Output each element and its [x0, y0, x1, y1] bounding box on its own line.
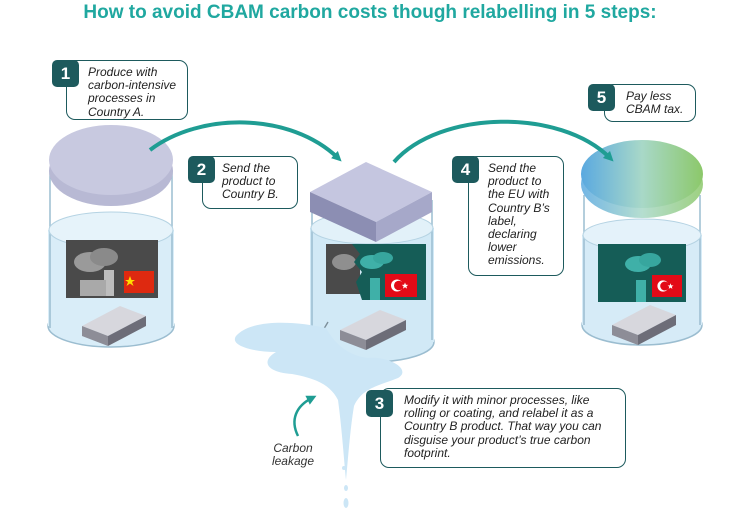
step-4-text: Send the product to the EU with Country …: [488, 161, 550, 268]
step-4-box: Send the product to the EU with Country …: [468, 156, 564, 276]
leakage-arrow-icon: [293, 395, 317, 437]
step-1-badge: 1: [52, 60, 79, 87]
arrow-icon: [392, 119, 614, 164]
jar-country-b: [234, 162, 435, 508]
step-2-badge: 2: [188, 156, 215, 183]
metal-bar-icon: [612, 305, 676, 345]
step-5-text: Pay less CBAM tax.: [626, 89, 684, 117]
step-3-badge: 3: [366, 390, 393, 417]
metal-bar-icon: [82, 306, 146, 346]
turkey-flag-icon: [652, 275, 682, 297]
step-5-box: Pay less CBAM tax.: [604, 84, 696, 122]
carbon-leakage-puddle: [234, 322, 403, 480]
factory-icon: [360, 252, 393, 300]
china-flag-icon: [124, 271, 154, 293]
step-2-text: Send the product to Country B.: [222, 161, 279, 202]
step-4-badge: 4: [452, 156, 479, 183]
arrow-icon: [148, 120, 342, 162]
step-1-box: Produce with carbon-intensive processes …: [66, 60, 188, 120]
jar-eu: [581, 140, 703, 346]
jar-country-a: [47, 125, 175, 348]
step-1-text: Produce with carbon-intensive processes …: [88, 65, 177, 119]
page-title: How to avoid CBAM carbon costs though re…: [83, 2, 657, 23]
step-3-text: Modify it with minor processes, like rol…: [404, 393, 602, 460]
turkey-flag-icon: [385, 274, 417, 297]
factory-icon: [625, 253, 661, 302]
step-2-box: Send the product to Country B.: [202, 156, 298, 209]
step-5-badge: 5: [588, 84, 615, 111]
step-3-box: Modify it with minor processes, like rol…: [380, 388, 626, 468]
metal-bar-icon: [340, 310, 406, 350]
carbon-leakage-label: Carbon leakage: [271, 441, 315, 468]
